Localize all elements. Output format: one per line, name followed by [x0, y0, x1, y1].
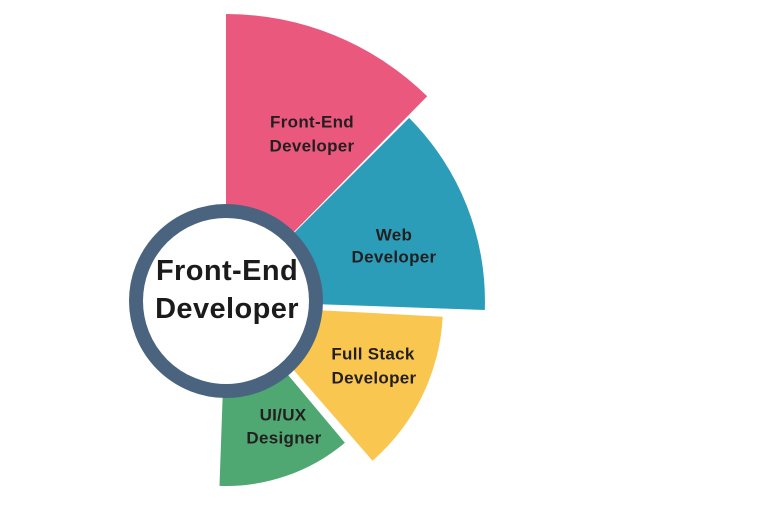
label-web-developer-line2: Developer	[352, 248, 437, 267]
center-title-line1: Front-End	[156, 255, 298, 287]
label-web-developer-line1: Web	[376, 226, 412, 245]
label-ui-ux-designer-line2: Designer	[246, 429, 321, 448]
center-badge-ring	[129, 204, 323, 398]
label-full-stack-developer-line2: Developer	[332, 369, 417, 388]
label-front-end-developer-line1: Front-End	[270, 113, 354, 132]
center-badge: Front-End Developer	[129, 204, 323, 398]
center-title-line2: Developer	[155, 293, 299, 325]
label-ui-ux-designer-line1: UI/UX	[260, 406, 307, 425]
label-front-end-developer-line2: Developer	[270, 137, 355, 156]
label-full-stack-developer-line1: Full Stack	[331, 345, 415, 364]
